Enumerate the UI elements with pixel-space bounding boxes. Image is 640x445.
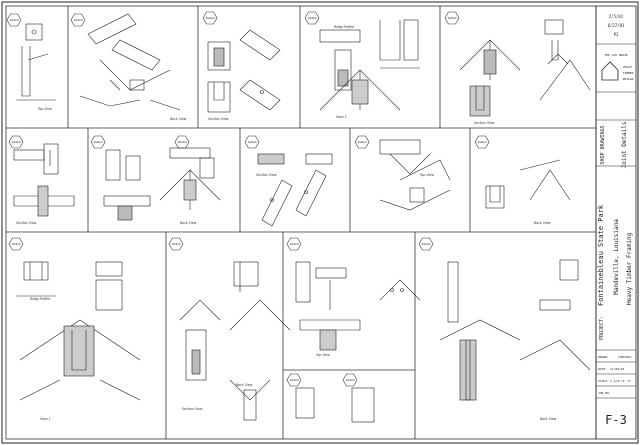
checked-label: CHECKED: (618, 355, 633, 359)
detail-bubble-7: Detail (90, 135, 106, 149)
revision-2: 6/27/01 (608, 23, 625, 28)
revision-3: P2 (614, 32, 619, 37)
sheet-number: F-3 (605, 413, 627, 427)
company-line-2: HEAVY (623, 65, 632, 69)
revision-1: 2/5/01 (609, 14, 624, 19)
label-view-1-2: View 1 (40, 417, 51, 421)
svg-text:Detail: Detail (12, 140, 21, 144)
svg-text:Detail: Detail (290, 242, 299, 246)
detail-bubble-11: Detail (474, 135, 490, 149)
date-label: DATE: (598, 367, 607, 371)
label-section-view-4: Section View (256, 173, 277, 177)
svg-text:Detail: Detail (248, 140, 257, 144)
detail-bubble-12: Detail (8, 237, 24, 251)
detail-bubble-5: Detail (444, 11, 460, 25)
svg-text:Detail: Detail (478, 140, 487, 144)
label-ridge-profile-2: Ridge Profile (30, 297, 50, 301)
drawing-frame (5, 5, 597, 440)
detail-bubble-9: Detail (244, 135, 260, 149)
label-back-view-5: Back View (540, 417, 557, 421)
label-top-view: Top View (37, 107, 52, 111)
detail-bubble-14: Detail (286, 237, 302, 251)
label-back-view-2: Back View (180, 221, 197, 225)
company-logo (601, 61, 619, 81)
detail-bubble-8: Detail (174, 135, 190, 149)
label-view-1: View 1 (336, 115, 347, 119)
detail-bubble-1: Detail (6, 13, 22, 27)
scale-label: SCALE: (598, 379, 609, 383)
detail-bubble-10: Detail (354, 135, 370, 149)
svg-text:Detail: Detail (206, 16, 215, 20)
detail-bubble-17: Detail (342, 373, 358, 387)
project-name: Fontainebleau State Park (597, 204, 605, 306)
sheet-type: SHOP DRAWINGS (600, 125, 606, 164)
detail-bubble-6: Detail (8, 135, 24, 149)
svg-text:Detail: Detail (358, 140, 367, 144)
svg-text:Detail: Detail (12, 242, 21, 246)
scale-value: 1-1/2"=1'-0" (610, 379, 632, 383)
svg-text:Detail: Detail (172, 242, 181, 246)
detail-bubble-3: Detail (202, 11, 218, 25)
job-label: JOB NO. (598, 391, 611, 395)
project-location: Mandeville, Louisiana (613, 219, 620, 295)
label-section-view-5: Section View (182, 407, 203, 411)
project-scope: Heavy Timber Framing (626, 232, 633, 305)
label-back-view-4: Back View (236, 383, 253, 387)
drawn-label: DRAWN: (598, 355, 609, 359)
sheet-title: Joint Details (621, 121, 628, 168)
label-section-view-3: Section View (16, 221, 37, 225)
label-top-view-3: Top View (315, 353, 330, 357)
svg-text:Detail: Detail (346, 378, 355, 382)
svg-text:Detail: Detail (422, 242, 431, 246)
detail-bubble-16: Detail (286, 373, 302, 387)
detail-grid (6, 6, 596, 439)
svg-text:Detail: Detail (308, 16, 317, 20)
svg-text:Detail: Detail (178, 140, 187, 144)
joint-linework (13, 13, 591, 423)
svg-text:Detail: Detail (10, 18, 19, 22)
company-line-1: THE LOG HOUSE (604, 53, 628, 57)
detail-bubble-13: Detail (168, 237, 184, 251)
detail-bubble-15: Detail (418, 237, 434, 251)
date-value: 11/05/01 (610, 367, 625, 371)
label-top-view-2: Top View (419, 173, 434, 177)
label-back-view-3: Back View (534, 221, 551, 225)
label-section-view-2: Section View (474, 121, 495, 125)
svg-text:Detail: Detail (74, 18, 83, 22)
project-label: PROJECT: (599, 316, 605, 340)
svg-text:Detail: Detail (290, 378, 299, 382)
detail-bubble-2: Detail (70, 13, 86, 27)
detail-bubble-4: Detail (304, 11, 320, 25)
company-line-4: DESIGN (623, 77, 634, 81)
label-ridge-profile: Ridge Profile (334, 25, 354, 29)
svg-text:Detail: Detail (94, 140, 103, 144)
label-section-view: Section View (208, 117, 229, 121)
label-back-view: Back View (170, 117, 187, 121)
svg-text:Detail: Detail (448, 16, 457, 20)
title-block: 2/5/01 6/27/01 P2 THE LOG HOUSE HEAVY TI… (595, 5, 637, 440)
company-line-3: TIMBER (623, 71, 634, 75)
